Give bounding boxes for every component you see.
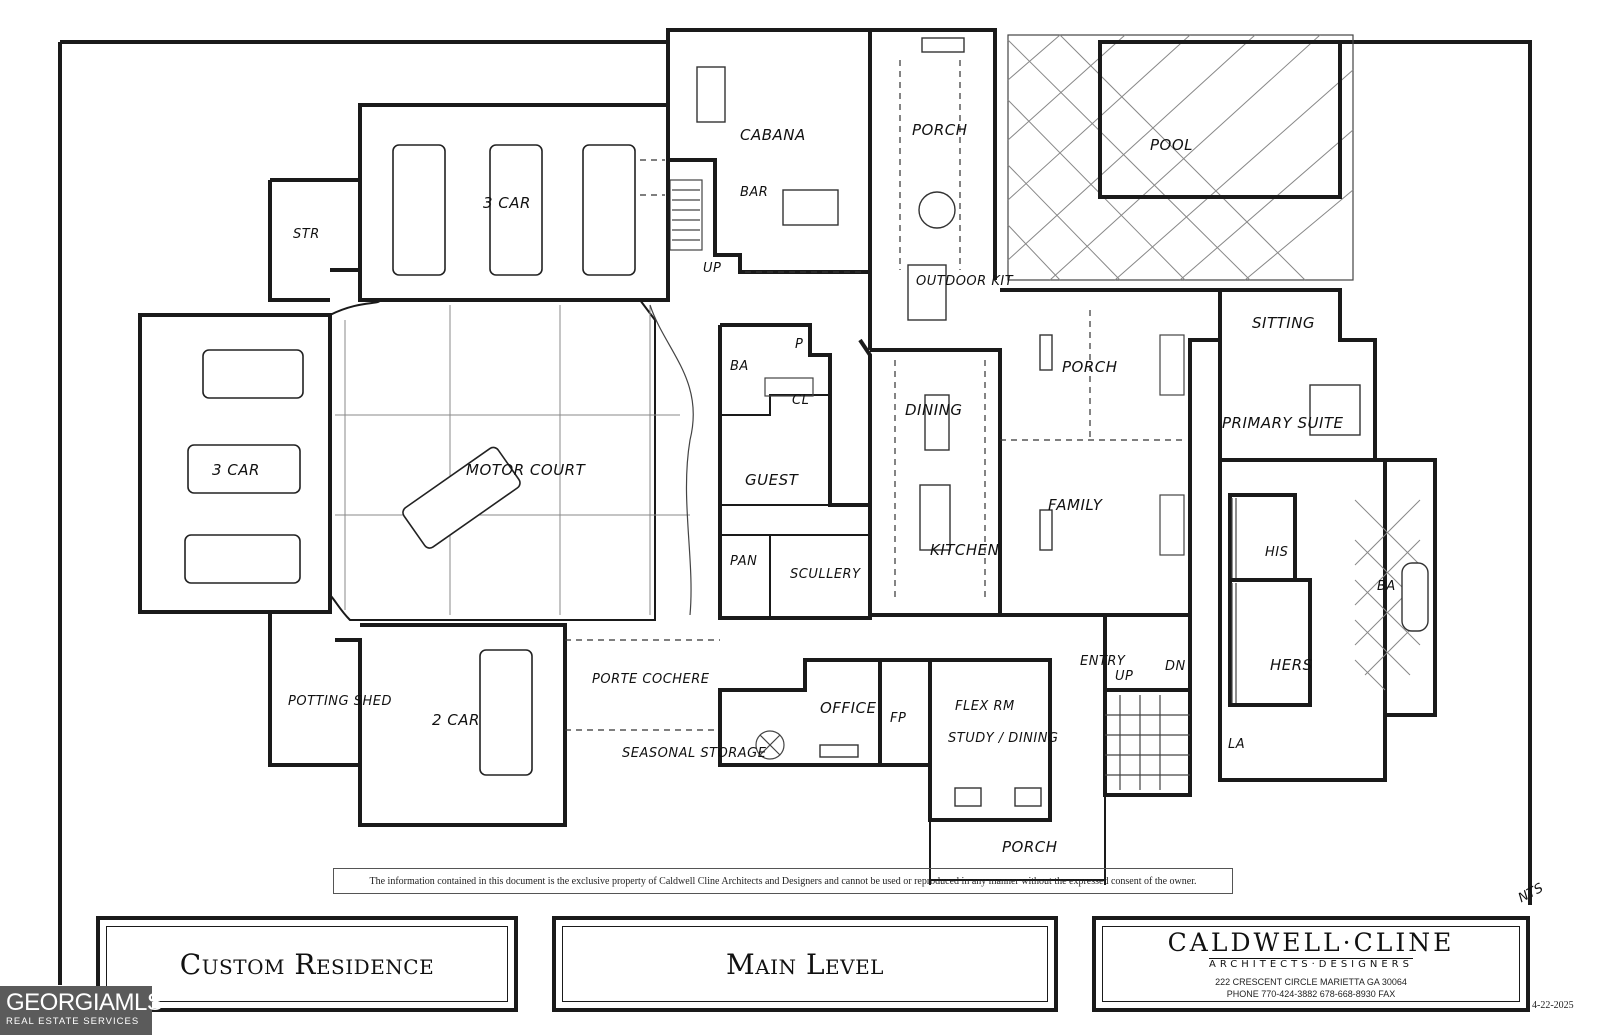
label-fp: FP: [890, 711, 906, 726]
project-title: Custom Residence: [179, 947, 435, 981]
label-pool: POOL: [1150, 136, 1193, 154]
sheet-title-box: Main Level: [552, 916, 1058, 1012]
mls-subtitle: REAL ESTATE SERVICES: [6, 1016, 140, 1027]
label-motor-court: MOTOR COURT: [466, 461, 587, 479]
label-potting-shed: POTTING SHED: [288, 694, 392, 709]
label-three-car-left: 3 CAR: [212, 461, 260, 479]
mls-watermark: GEORGIAMLS REAL ESTATE SERVICES: [0, 986, 163, 1035]
label-hers: HERS: [1270, 656, 1313, 674]
label-primary-suite: PRIMARY SUITE: [1222, 414, 1344, 432]
label-study-dining: STUDY / DINING: [948, 731, 1059, 746]
label-ba-primary: BA: [1377, 579, 1396, 594]
label-porch-front: PORCH: [1002, 838, 1058, 856]
label-three-car-top: 3 CAR: [483, 194, 531, 212]
label-p: P: [795, 337, 803, 352]
mls-name: GEORGIAMLS: [6, 989, 163, 1016]
label-his: HIS: [1265, 545, 1288, 560]
label-scullery: SCULLERY: [790, 567, 861, 582]
flex-room-entry: [928, 615, 1192, 885]
three-car-garage-top: [268, 103, 670, 302]
firm-title-box: CALDWELL·CLINE ARCHITECTS·DESIGNERS 222 …: [1092, 916, 1530, 1012]
label-office: OFFICE: [820, 699, 876, 717]
label-family: FAMILY: [1048, 496, 1104, 514]
sheet-title-inner: Main Level: [562, 926, 1048, 1002]
sheet-title: Main Level: [726, 947, 884, 981]
label-bar: BAR: [740, 185, 768, 200]
firm-subtitle: ARCHITECTS·DESIGNERS: [1209, 958, 1413, 970]
label-up-entry: UP: [1115, 669, 1133, 684]
label-porch-mid: PORCH: [1062, 358, 1118, 376]
drawing-date: 4-22-2025: [1532, 1000, 1574, 1011]
label-seasonal-storage: SEASONAL STORAGE: [622, 746, 767, 761]
label-porte-cochere: PORTE COCHERE: [592, 672, 710, 687]
label-flex-rm: FLEX RM: [955, 699, 1015, 714]
center-service-wing: [718, 323, 872, 620]
label-dn: DN: [1165, 659, 1186, 674]
firm-title-inner: CALDWELL·CLINE ARCHITECTS·DESIGNERS 222 …: [1102, 926, 1520, 1002]
label-entry: ENTRY: [1080, 654, 1126, 669]
label-cabana: CABANA: [740, 126, 806, 144]
label-la: LA: [1228, 737, 1245, 752]
lower-left-wing: [268, 610, 720, 827]
label-two-car: 2 CAR: [432, 711, 480, 729]
label-dining: DINING: [905, 401, 962, 419]
cabana-wing: [666, 28, 997, 350]
motor-court: [329, 299, 694, 621]
project-title-box: Custom Residence: [96, 916, 518, 1012]
main-living-wing: [870, 288, 1222, 617]
label-cl: CL: [792, 393, 809, 408]
label-str: STR: [293, 227, 320, 242]
firm-name: CALDWELL·CLINE: [1167, 928, 1455, 957]
label-pan: PAN: [730, 554, 757, 569]
room-labels: CABANA PORCH POOL 3 CAR BAR UP STR OUTDO…: [212, 121, 1396, 856]
primary-suite: [1218, 288, 1437, 782]
firm-address: 222 CRESCENT CIRCLE MARIETTA GA 30064: [1215, 977, 1407, 987]
label-guest: GUEST: [745, 471, 800, 489]
sheet-border: [58, 40, 1532, 985]
label-kitchen: KITCHEN: [930, 541, 999, 559]
firm-phone: PHONE 770-424-3882 678-668-8930 FAX: [1226, 989, 1396, 999]
label-ba-small: BA: [730, 359, 749, 374]
pool-deck: [1007, 34, 1354, 281]
three-car-garage-left: [138, 313, 332, 614]
label-sitting: SITTING: [1252, 314, 1315, 332]
project-title-inner: Custom Residence: [106, 926, 508, 1002]
ownership-notice: The information contained in this docume…: [333, 868, 1233, 894]
label-up-stair: UP: [703, 261, 721, 276]
label-outdoor-kit: OUTDOOR KIT: [916, 274, 1014, 289]
label-porch-upper: PORCH: [912, 121, 968, 139]
